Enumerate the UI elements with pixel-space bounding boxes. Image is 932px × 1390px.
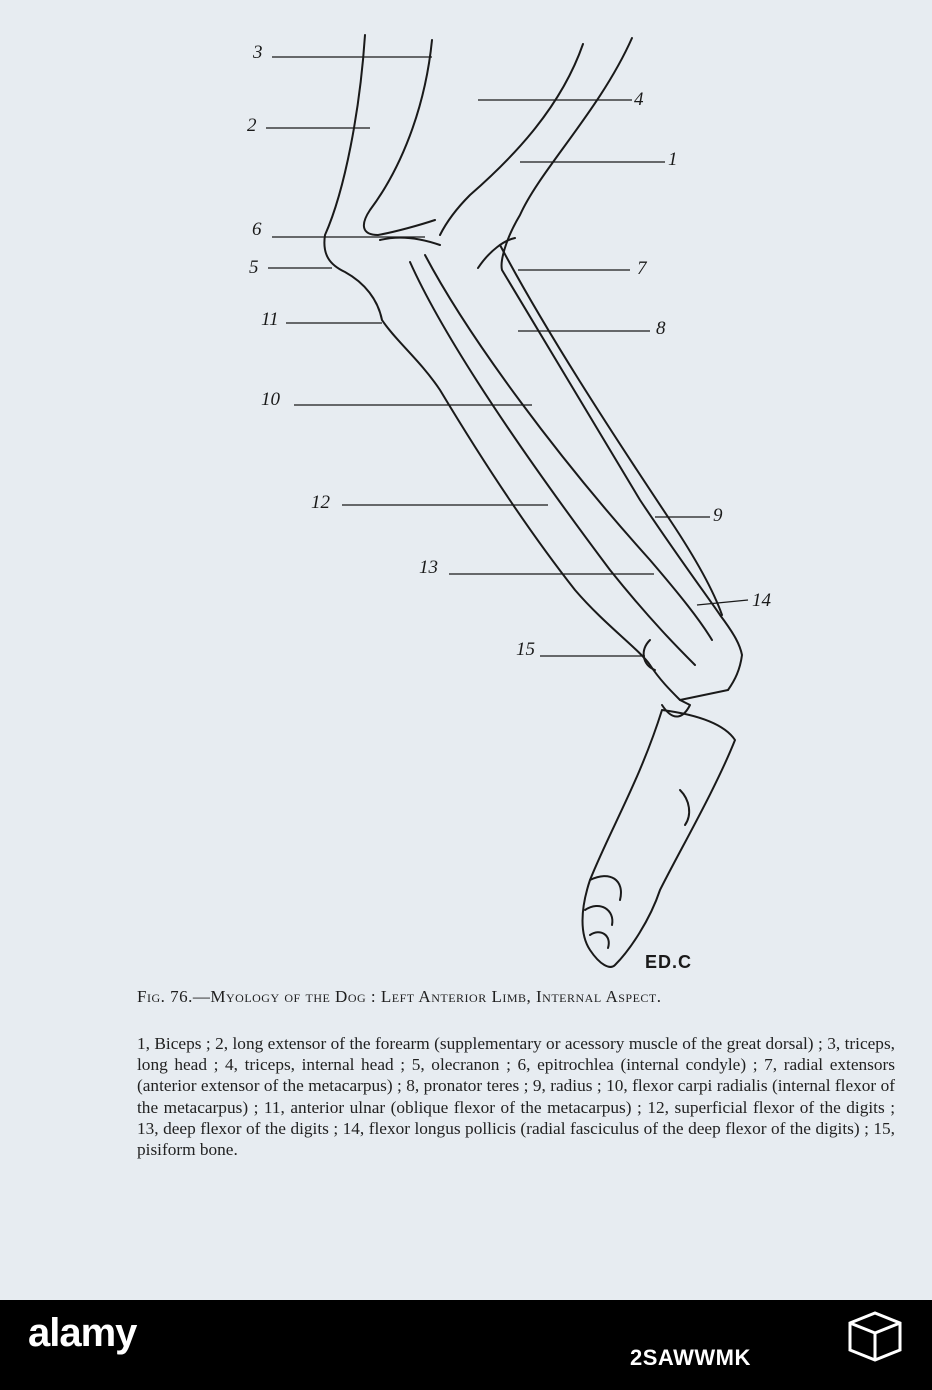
brand-logo-icon bbox=[848, 1311, 902, 1362]
label-9: 9 bbox=[713, 505, 723, 526]
artist-signature: ED.C bbox=[645, 952, 692, 972]
limb-outline-upper bbox=[323, 34, 651, 666]
paw-detail bbox=[679, 789, 691, 826]
label-14: 14 bbox=[752, 590, 772, 611]
label-11: 11 bbox=[261, 309, 279, 330]
label-4: 4 bbox=[634, 89, 644, 110]
label-8: 8 bbox=[656, 318, 666, 339]
label-10: 10 bbox=[261, 389, 281, 410]
label-1: 1 bbox=[668, 149, 678, 170]
paw-pad-3 bbox=[589, 931, 610, 949]
label-12: 12 bbox=[311, 492, 331, 513]
wrist bbox=[649, 664, 729, 701]
brand-wordmark: alamy bbox=[28, 1311, 137, 1355]
image-id-code: 2SAWWMK bbox=[630, 1345, 751, 1370]
paw-pad-1 bbox=[589, 875, 622, 901]
figure-caption-legend: 1, Biceps ; 2, long extensor of the fore… bbox=[137, 1034, 895, 1160]
label-3: 3 bbox=[252, 42, 263, 63]
radius-line-1 bbox=[409, 261, 696, 666]
watermark-bar bbox=[0, 1300, 932, 1390]
triceps-edge bbox=[362, 39, 436, 236]
radius-line-3 bbox=[499, 244, 723, 616]
paw-pad-2 bbox=[584, 905, 614, 926]
biceps-edge bbox=[439, 43, 584, 236]
label-6: 6 bbox=[252, 219, 262, 240]
pisiform bbox=[642, 639, 656, 671]
label-2: 2 bbox=[247, 115, 257, 136]
limb-outline-front bbox=[500, 37, 743, 691]
epitrochlea bbox=[379, 236, 441, 246]
radial-extensor bbox=[477, 237, 516, 269]
radius-line-2 bbox=[424, 254, 713, 641]
label-5: 5 bbox=[249, 257, 259, 278]
label-15: 15 bbox=[516, 639, 535, 660]
paw-outline bbox=[581, 709, 736, 968]
book-page: 3 2 4 1 6 5 7 11 8 10 12 9 13 14 15 ED.C… bbox=[0, 0, 932, 1300]
dog-limb-illustration: 3 2 4 1 6 5 7 11 8 10 12 9 13 14 15 ED.C bbox=[247, 34, 772, 972]
figure-caption-title: Fig. 76.—Myology of the Dog : Left Anter… bbox=[137, 987, 662, 1006]
label-7: 7 bbox=[637, 258, 648, 279]
label-13: 13 bbox=[419, 557, 438, 578]
